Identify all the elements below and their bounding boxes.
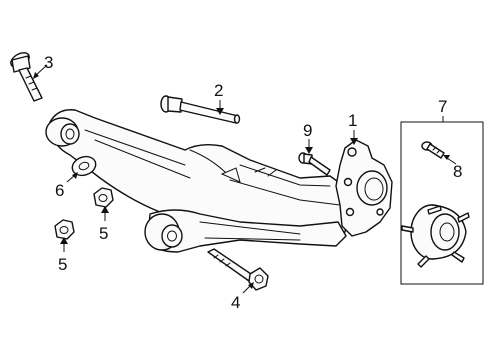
- callout-4: 4: [231, 293, 240, 312]
- callout-8-leader: [443, 155, 457, 165]
- callout-3: 3: [44, 53, 53, 72]
- callout-8: 8: [453, 162, 462, 181]
- part-5-nut-a[interactable]: [93, 187, 114, 208]
- callout-5a-leader: [101, 206, 109, 221]
- callout-5a: 5: [99, 224, 108, 243]
- part-9-bolt[interactable]: [298, 152, 331, 176]
- part-7-group-box: [400, 121, 484, 285]
- part-5-nut-b[interactable]: [54, 219, 75, 240]
- callout-5b: 5: [58, 255, 67, 274]
- callout-1-leader: [350, 130, 358, 145]
- part-3-bolt[interactable]: [8, 50, 43, 102]
- callout-2-leader: [216, 100, 224, 115]
- callout-4-leader: [242, 282, 254, 294]
- part-1-knuckle[interactable]: [335, 139, 393, 237]
- callout-6: 6: [55, 181, 64, 200]
- callout-7: 7: [438, 97, 447, 116]
- callout-9-leader: [305, 139, 313, 154]
- callout-6-leader: [66, 172, 78, 183]
- callout-1: 1: [348, 111, 357, 130]
- callout-5b-leader: [60, 237, 68, 252]
- callout-9: 9: [303, 121, 312, 140]
- part-4-bolt[interactable]: [207, 248, 269, 291]
- part-6-washer[interactable]: [70, 153, 99, 178]
- rear-subframe[interactable]: [45, 109, 351, 253]
- callout-3-leader: [33, 64, 48, 79]
- callout-2: 2: [214, 81, 223, 100]
- part-2-bolt[interactable]: [160, 95, 241, 124]
- part-7-hub-bearing[interactable]: [401, 204, 470, 268]
- part-8-wheel-stud[interactable]: [421, 141, 445, 159]
